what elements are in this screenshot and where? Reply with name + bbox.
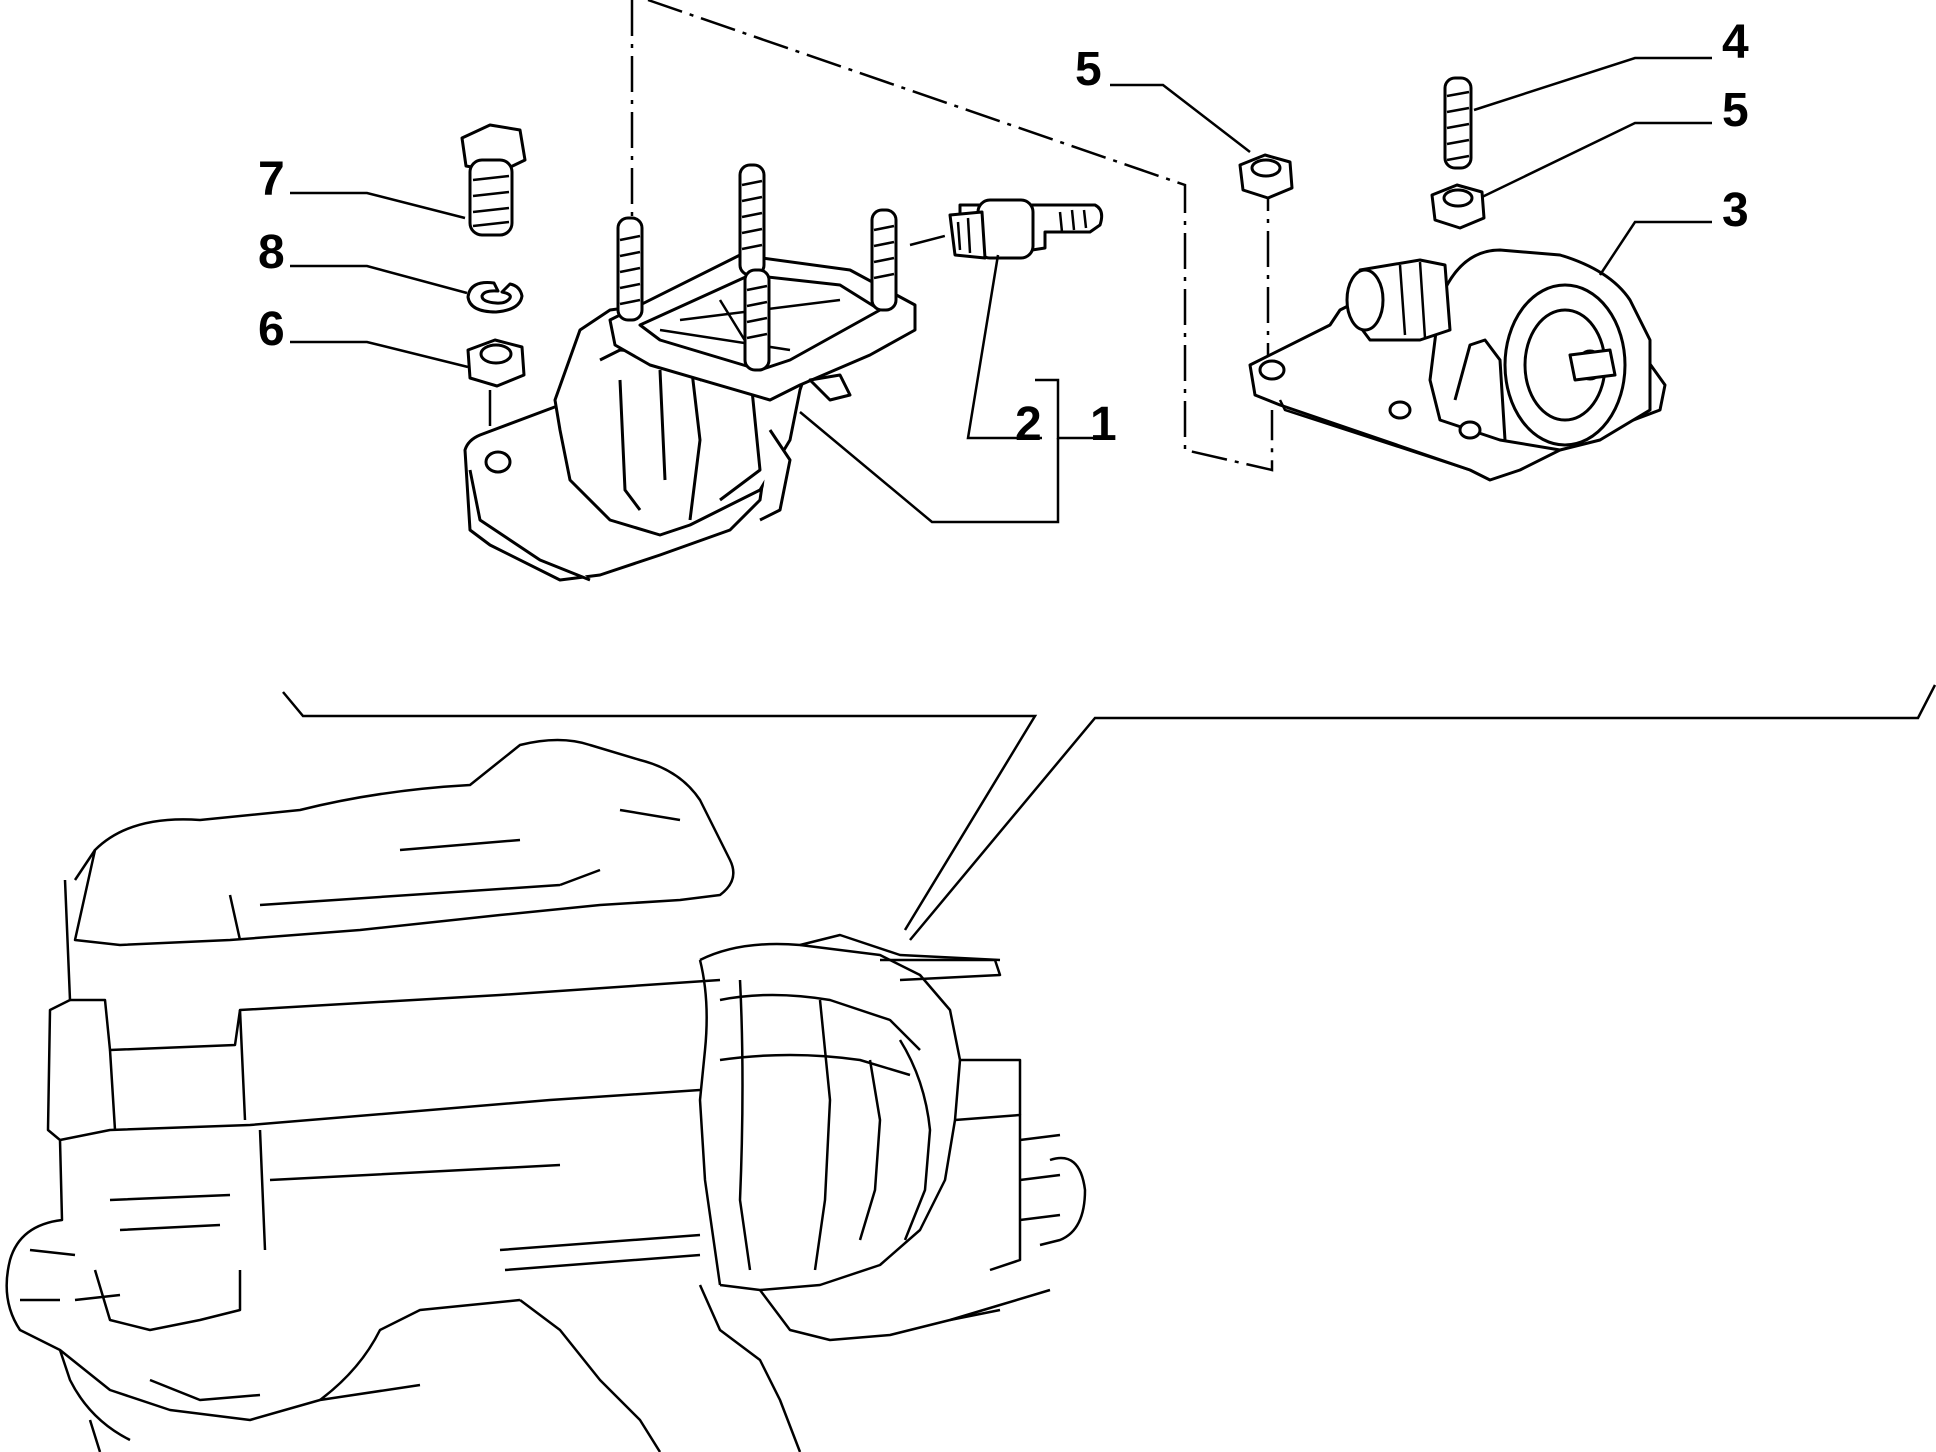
mount-location-leader — [282, 684, 1936, 941]
callout-labels: 7 8 6 5 4 5 3 2 1 — [258, 16, 1749, 451]
callout-7: 7 — [258, 153, 285, 206]
bracket-stud-left — [616, 216, 644, 322]
hex-bolt-part — [460, 123, 527, 237]
callout-4: 4 — [1722, 16, 1749, 69]
callout-6: 6 — [258, 303, 285, 356]
nut-part-left — [466, 338, 526, 388]
callout-1: 1 — [1090, 398, 1117, 451]
callout-3: 3 — [1722, 184, 1749, 237]
engine-mount-support-part — [1248, 248, 1667, 482]
nut-part-upper — [1238, 153, 1294, 200]
nut-part-right — [1430, 183, 1486, 230]
callout-leaders — [290, 56, 1712, 524]
engine-bracket-part — [463, 163, 917, 582]
engine-block-outline — [5, 738, 1087, 1452]
callout-8: 8 — [258, 226, 285, 279]
bracket-stud-back — [738, 163, 766, 277]
callout-5-upper: 5 — [1075, 43, 1102, 96]
threaded-spacer-part — [948, 198, 1104, 260]
callout-2: 2 — [1015, 398, 1042, 451]
assembly-axis-lines — [488, 0, 1274, 472]
spring-washer-part — [466, 281, 524, 314]
bracket-stud-front — [743, 268, 771, 372]
bracket-stud-right — [870, 208, 898, 312]
stud-part — [1443, 76, 1473, 170]
callout-5-right: 5 — [1722, 84, 1749, 137]
